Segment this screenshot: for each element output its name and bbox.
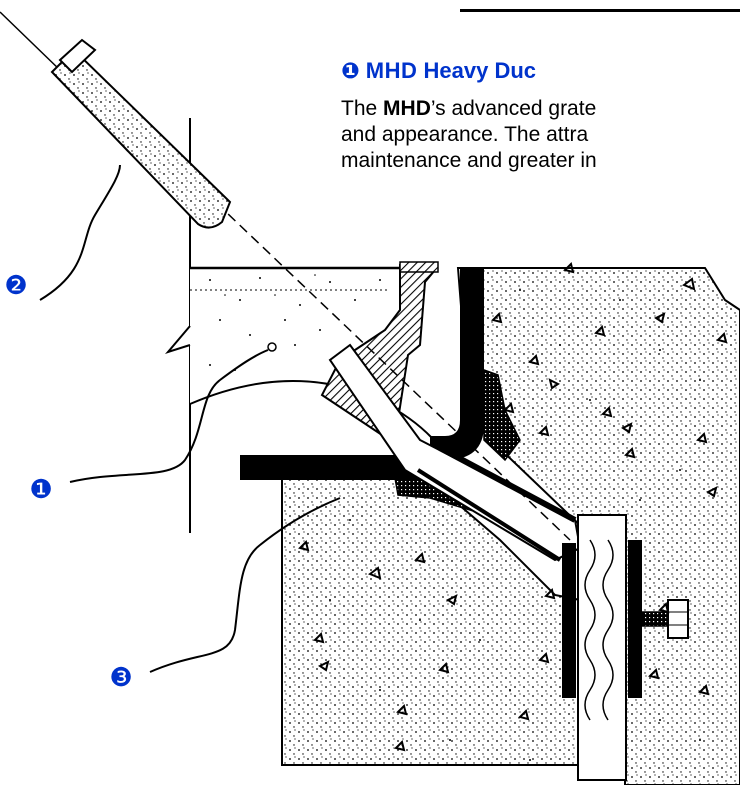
anchor-assembly <box>562 514 689 781</box>
callout-3: ❸ <box>109 663 133 693</box>
leader-lines <box>39 164 341 673</box>
title-banner <box>460 0 740 14</box>
description-line-2: and appearance. The attra <box>341 123 589 146</box>
description: The MHD’s advanced grate and appearance.… <box>341 96 740 174</box>
description-line-1: The MHD’s advanced grate <box>341 97 597 120</box>
mortar-fill <box>394 368 521 512</box>
heading-brand: MHD <box>365 58 418 83</box>
callout-1: ❶ <box>29 475 53 505</box>
description-line-3: maintenance and greater in <box>341 149 597 172</box>
caulk-tube <box>0 11 232 229</box>
heading-title: Heavy Duc <box>423 58 537 83</box>
aggregate-dots <box>329 289 701 761</box>
aggregate-marks <box>298 262 728 752</box>
callout-2: ❷ <box>4 271 28 301</box>
description-brand: MHD <box>383 97 431 120</box>
title-underline <box>460 9 740 12</box>
heading-number: ❶ <box>341 59 360 84</box>
section-heading: ❶ MHD Heavy Duc <box>341 58 536 84</box>
